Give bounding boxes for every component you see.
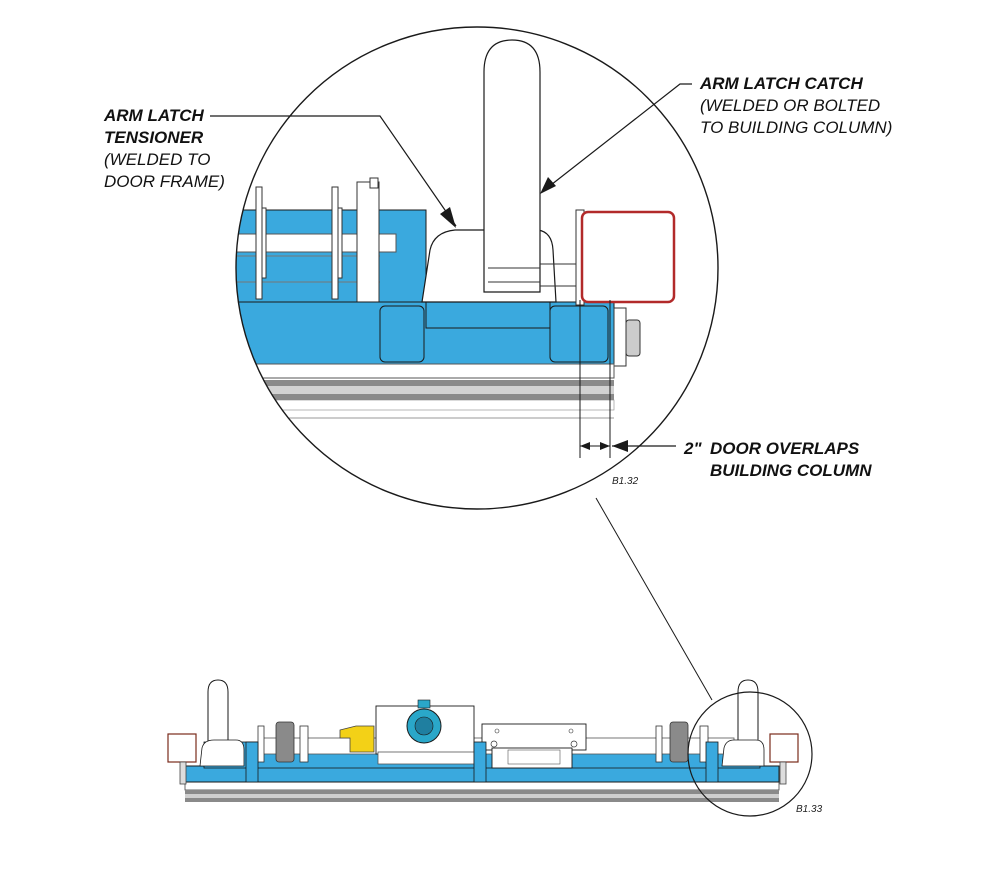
wheel-left [275,721,295,763]
building-column-right [769,733,799,763]
catch-leader [541,83,692,193]
wheel-right [669,721,689,763]
frame-pocket [379,305,425,363]
tensioner-note-line2: DOOR FRAME) [104,172,225,191]
building-column [580,210,676,304]
catch-note-line1: (WELDED OR BOLTED [700,96,881,115]
shaft [236,233,397,253]
yellow-component [339,725,375,753]
frame-lower-beam [236,301,615,365]
overlap-line2: BUILDING COLUMN [710,461,872,480]
overlap-line1: DOOR OVERLAPS [710,439,860,458]
catch-note-line2: TO BUILDING COLUMN) [700,118,893,137]
tensioner-note-line1: (WELDED TO [104,150,211,169]
figure-ref-detail: B1.32 [612,476,639,487]
arm-latch-post [483,39,541,293]
overlap-value: 2" [684,439,702,458]
tensioner-title-line2: TENSIONER [104,128,204,147]
detail-circle [235,26,719,510]
detail-view [236,39,676,419]
tensioner-leader [210,115,457,227]
end-roller [613,307,627,367]
frame-pocket [549,305,609,363]
gearbox [481,723,587,751]
rail [236,380,614,386]
wheel-disc [255,186,263,300]
figure-ref-overview: B1.33 [796,804,823,815]
detail-connector [595,497,713,701]
frame-upper-block [236,209,427,306]
bearing-plate [356,181,380,307]
wheel-disc [331,186,339,300]
tensioner-title-line1: ARM LATCH [104,106,204,125]
catch-title: ARM LATCH CATCH [700,74,863,93]
door-overview [167,679,799,802]
overview-detail-circle [687,691,813,817]
building-column-left [167,733,197,763]
